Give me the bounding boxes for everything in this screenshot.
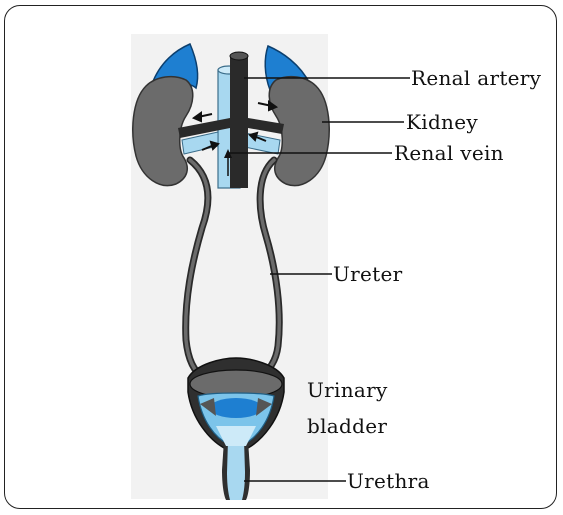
urethra-inner: [227, 440, 245, 500]
label-urethra: Urethra: [347, 469, 430, 493]
label-urinary: Urinary: [307, 378, 388, 402]
aorta-top: [230, 52, 248, 60]
label-renal-artery: Renal artery: [411, 66, 541, 90]
aorta: [230, 56, 248, 188]
label-ureter: Ureter: [333, 262, 403, 286]
left-ureter: [186, 160, 208, 378]
label-bladder: bladder: [307, 414, 387, 438]
label-renal-vein: Renal vein: [394, 141, 504, 165]
bladder-lumen: [210, 398, 262, 418]
label-kidney: Kidney: [406, 110, 478, 134]
